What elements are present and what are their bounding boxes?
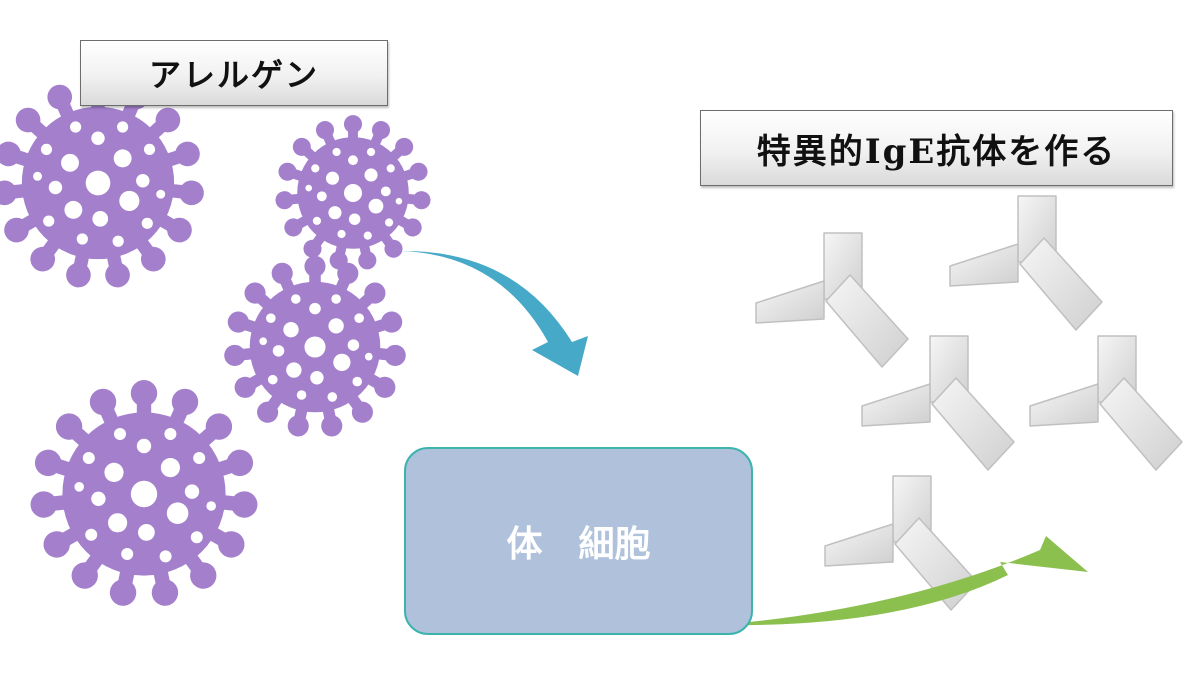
- allergen-label: アレルゲン: [80, 40, 388, 106]
- allergen-virus-icon: [29, 380, 259, 608]
- allergen-virus-icon: [275, 115, 432, 271]
- ige-antibody-label: 特異的IgE抗体を作る: [700, 110, 1173, 186]
- down-curved-arrow: [402, 250, 588, 376]
- body-cell-label: 体 細胞: [506, 523, 651, 565]
- allergen-virus-icon: [223, 256, 407, 439]
- allergen-virus-icon: [0, 77, 205, 290]
- body-cell-box: 体 細胞: [404, 447, 753, 635]
- antibody-icon: [949, 195, 1103, 331]
- antibody-icon: [755, 232, 909, 368]
- up-curved-arrow: [718, 536, 1088, 626]
- antibody-icon: [1029, 335, 1183, 471]
